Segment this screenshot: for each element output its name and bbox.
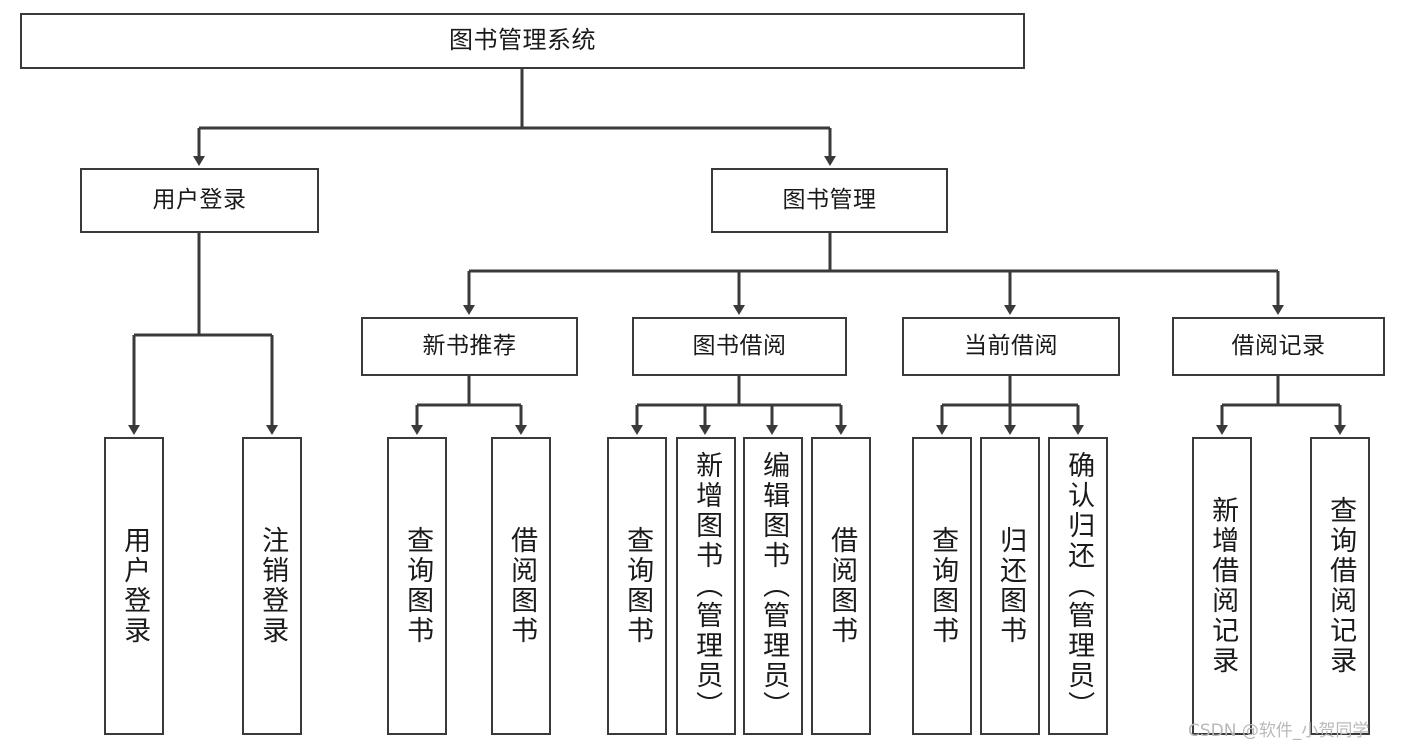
node-leaf-query-books-borrow[interactable]: 查询图书 bbox=[607, 437, 667, 735]
node-leaf-query-books-current[interactable]: 查询图书 bbox=[912, 437, 972, 735]
node-leaf-user-login[interactable]: 用户登录 bbox=[104, 437, 164, 735]
node-label: 用户登录 bbox=[152, 187, 247, 214]
node-label: 编辑图书（管理员） bbox=[758, 451, 790, 721]
node-borrow-record[interactable]: 借阅记录 bbox=[1172, 317, 1385, 376]
node-leaf-add-book-admin[interactable]: 新增图书（管理员） bbox=[676, 437, 736, 735]
node-label: 归还图书 bbox=[995, 526, 1027, 646]
node-label: 借阅记录 bbox=[1231, 333, 1326, 360]
node-label: 借阅图书 bbox=[826, 526, 858, 646]
watermark: CSDN @软件_小贺同学 bbox=[1188, 721, 1370, 741]
node-label: 图书借阅 bbox=[692, 333, 787, 360]
node-root-book-management-system[interactable]: 图书管理系统 bbox=[20, 13, 1025, 69]
node-label: 用户登录 bbox=[119, 526, 151, 646]
node-user-login[interactable]: 用户登录 bbox=[80, 168, 319, 233]
node-leaf-add-borrow-record[interactable]: 新增借阅记录 bbox=[1192, 437, 1252, 735]
node-current-borrow[interactable]: 当前借阅 bbox=[902, 317, 1120, 376]
node-leaf-borrow-books[interactable]: 借阅图书 bbox=[811, 437, 871, 735]
node-leaf-borrow-books-new[interactable]: 借阅图书 bbox=[491, 437, 551, 735]
node-label: 查询借阅记录 bbox=[1325, 496, 1357, 676]
node-label: 查询图书 bbox=[402, 526, 434, 646]
node-label: 注销登录 bbox=[257, 526, 289, 646]
node-leaf-query-books-new[interactable]: 查询图书 bbox=[387, 437, 447, 735]
node-label: 图书管理系统 bbox=[449, 26, 596, 55]
node-book-borrow[interactable]: 图书借阅 bbox=[632, 317, 847, 376]
node-label: 新增借阅记录 bbox=[1207, 496, 1239, 676]
node-leaf-logout[interactable]: 注销登录 bbox=[242, 437, 302, 735]
node-leaf-edit-book-admin[interactable]: 编辑图书（管理员） bbox=[743, 437, 803, 735]
node-leaf-confirm-return-admin[interactable]: 确认归还（管理员） bbox=[1048, 437, 1108, 735]
node-label: 当前借阅 bbox=[964, 333, 1058, 360]
node-label: 查询图书 bbox=[927, 526, 959, 646]
node-leaf-query-borrow-record[interactable]: 查询借阅记录 bbox=[1310, 437, 1370, 735]
node-label: 图书管理 bbox=[782, 187, 877, 214]
node-leaf-return-books[interactable]: 归还图书 bbox=[980, 437, 1040, 735]
node-label: 查询图书 bbox=[622, 526, 654, 646]
node-new-book-recommendation[interactable]: 新书推荐 bbox=[361, 317, 578, 376]
node-label: 确认归还（管理员） bbox=[1063, 451, 1095, 721]
node-label: 新增图书（管理员） bbox=[691, 451, 723, 721]
node-book-management[interactable]: 图书管理 bbox=[711, 168, 948, 233]
node-label: 新书推荐 bbox=[422, 333, 517, 360]
node-label: 借阅图书 bbox=[506, 526, 538, 646]
